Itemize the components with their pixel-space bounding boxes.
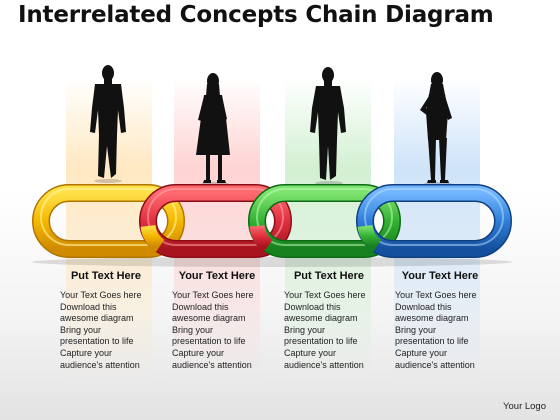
logo-placeholder: Your Logo <box>503 401 546 412</box>
column-heading-2: Your Text Here <box>178 270 256 282</box>
page-title: Interrelated Concepts Chain Diagram <box>18 2 494 28</box>
chain-link-green <box>248 184 401 258</box>
businessman-silhouette-icon <box>90 65 126 178</box>
chain-link-red <box>139 184 292 258</box>
column-heading-3: Put Text Here <box>293 270 365 282</box>
column-heading-1: Put Text Here <box>70 270 142 282</box>
chain-link-blue <box>356 184 512 258</box>
column-heading-4: Your Text Here <box>401 270 479 282</box>
businesswoman-silhouette-icon <box>196 73 230 183</box>
chain-link-yellow <box>32 184 185 258</box>
businessman-silhouette-icon <box>310 67 346 180</box>
businesswoman-silhouette-icon <box>420 72 452 183</box>
